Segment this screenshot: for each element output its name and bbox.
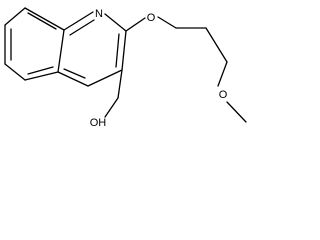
bond [157,16,177,29]
bond [205,27,228,63]
bond [63,11,94,31]
bond [226,101,247,123]
double-bond-inner [69,19,95,36]
methoxyethoxy-chain [125,16,247,123]
bond [104,97,119,118]
atom-label-methoxy-oxygen: O [219,89,228,101]
benzene-ring [4,7,65,81]
double-bond-inner [27,12,57,30]
double-bond-inner [63,68,86,79]
atom-label-hydroxyl: OH [90,117,107,129]
atom-label-nitrogen: N [95,8,103,20]
structure-diagram: N O O OH [4,7,247,129]
bond [104,13,127,32]
double-bond-inner [115,33,120,68]
bond [24,7,65,31]
bond [217,61,228,87]
pyridine-ring [57,11,127,87]
bond [125,17,146,32]
bond [121,30,127,71]
bond [24,71,59,81]
hydroxymethyl-group [104,69,123,118]
double-bond-inner [27,66,54,75]
bond [57,71,89,87]
bond [4,7,26,26]
bond [87,69,123,87]
atom-label-ether-oxygen: O [147,12,156,24]
bond [57,29,65,73]
bond [4,63,26,81]
bond [117,69,123,99]
